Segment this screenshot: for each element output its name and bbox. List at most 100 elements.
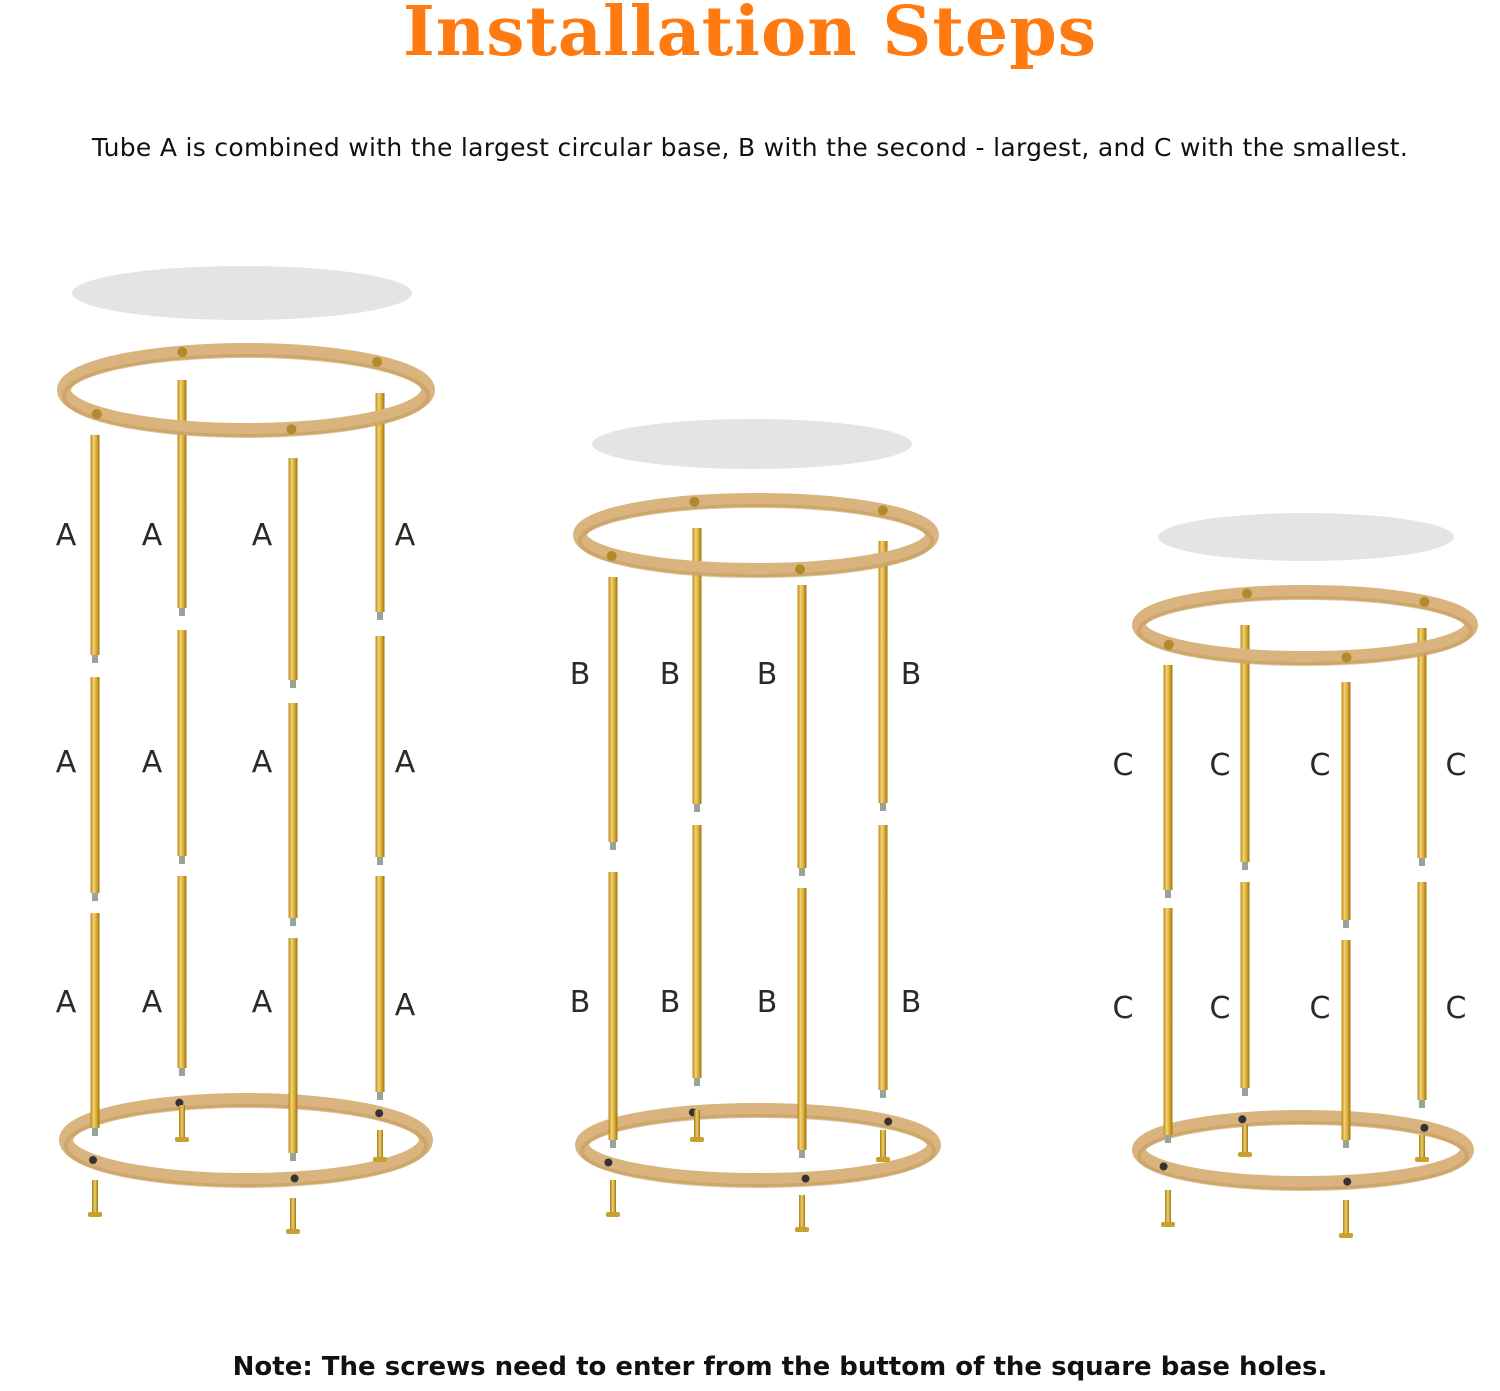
- tube-label: C: [1113, 991, 1134, 1026]
- tube-label: C: [1310, 991, 1331, 1026]
- tube-stud: [1343, 1140, 1349, 1148]
- screw-head: [876, 1157, 890, 1162]
- tube-stud: [290, 680, 296, 688]
- base-hole: [290, 1174, 299, 1183]
- tube-label: A: [252, 518, 273, 553]
- tube-segment: [797, 888, 807, 1150]
- tube-segment: [1341, 682, 1351, 920]
- tube-label: C: [1210, 991, 1231, 1026]
- tube-stud: [1165, 890, 1171, 898]
- tube-label: C: [1446, 748, 1467, 783]
- tube-segment: [1163, 665, 1173, 890]
- tube-stud: [694, 804, 700, 812]
- base-hole: [1238, 1115, 1247, 1124]
- tube-segment: [608, 577, 618, 842]
- tube-segment: [797, 585, 807, 868]
- screw: [880, 1130, 886, 1160]
- tube-label: A: [56, 985, 77, 1020]
- screw: [1343, 1200, 1349, 1236]
- base-hole: [1343, 1177, 1352, 1186]
- screw: [694, 1110, 700, 1140]
- tube-label: C: [1310, 748, 1331, 783]
- ring-bolt: [177, 347, 188, 357]
- ring-bolt: [689, 496, 700, 507]
- ring-bolt: [1163, 639, 1174, 650]
- screw: [610, 1180, 616, 1215]
- tube-label: C: [1210, 748, 1231, 783]
- tube-label: B: [757, 985, 778, 1020]
- screw: [92, 1180, 98, 1215]
- tube-segment: [1417, 628, 1427, 858]
- tabletop-disc: [592, 419, 912, 469]
- tube-label: C: [1113, 748, 1134, 783]
- tube-label: A: [252, 745, 273, 780]
- base-hole: [1420, 1123, 1429, 1132]
- tube-label: A: [252, 985, 273, 1020]
- screw: [377, 1130, 383, 1160]
- tube-label: A: [395, 518, 416, 553]
- tube-segment: [1240, 625, 1250, 862]
- tube-segment: [288, 458, 298, 680]
- tube-stud: [1343, 920, 1349, 928]
- tube-label: A: [56, 518, 77, 553]
- tube-segment: [375, 876, 385, 1092]
- tube-label: A: [142, 518, 163, 553]
- screw: [1165, 1190, 1171, 1225]
- tube-label: A: [56, 745, 77, 780]
- screw: [1419, 1135, 1425, 1160]
- footer-note: Note: The screws need to enter from the …: [232, 1352, 1328, 1382]
- tube-segment: [1163, 908, 1173, 1135]
- tube-segment: [375, 393, 385, 612]
- ring-bolt: [286, 424, 297, 435]
- screw-head: [88, 1212, 102, 1217]
- tube-segment: [878, 825, 888, 1090]
- tube-stud: [880, 803, 886, 811]
- tube-label: B: [901, 657, 922, 692]
- base-hole: [175, 1098, 184, 1107]
- top-ring-shadow: [578, 504, 934, 578]
- base-hole: [89, 1156, 97, 1164]
- screw-head: [690, 1137, 704, 1142]
- tube-segment: [375, 636, 385, 857]
- ring-bolt: [91, 409, 102, 419]
- tube-label: A: [395, 745, 416, 780]
- tube-stud: [799, 868, 805, 876]
- base-hole: [604, 1158, 613, 1167]
- base-ring: [1132, 1110, 1474, 1190]
- tube-label: B: [660, 985, 681, 1020]
- tube-segment: [288, 703, 298, 918]
- screw-head: [1238, 1152, 1252, 1157]
- tube-segment: [878, 541, 888, 803]
- tube-stud: [1419, 858, 1425, 866]
- instruction-text: Tube A is combined with the largest circ…: [91, 133, 1409, 162]
- tube-stud: [1419, 1100, 1425, 1108]
- tube-stud: [377, 1092, 383, 1100]
- ring-bolt: [606, 551, 617, 561]
- screw-head: [1339, 1233, 1353, 1238]
- tube-stud: [1242, 1088, 1248, 1096]
- base-ring-shadow: [64, 1104, 428, 1188]
- stand-c: C C C C C C C C: [1113, 513, 1478, 1238]
- tube-stud: [179, 856, 185, 864]
- tube-label: C: [1446, 991, 1467, 1026]
- screw-head: [1161, 1222, 1175, 1227]
- tube-stud: [377, 612, 383, 620]
- screw-head: [795, 1227, 809, 1232]
- base-hole: [884, 1117, 893, 1126]
- tube-stud: [92, 893, 98, 901]
- tube-segment: [90, 677, 100, 893]
- tube-label: A: [395, 988, 416, 1023]
- tube-label: B: [570, 657, 591, 692]
- tube-label: A: [142, 745, 163, 780]
- tube-label: B: [757, 657, 778, 692]
- top-ring: [1132, 585, 1478, 665]
- top-ring-shadow: [62, 354, 430, 438]
- tube-stud: [290, 918, 296, 926]
- tube-segment: [1341, 940, 1351, 1140]
- ring-bolt: [1241, 588, 1252, 599]
- base-ring: [59, 1093, 433, 1187]
- tube-label: B: [660, 657, 681, 692]
- ring-bolt: [795, 564, 805, 575]
- tube-stud: [1165, 1135, 1171, 1143]
